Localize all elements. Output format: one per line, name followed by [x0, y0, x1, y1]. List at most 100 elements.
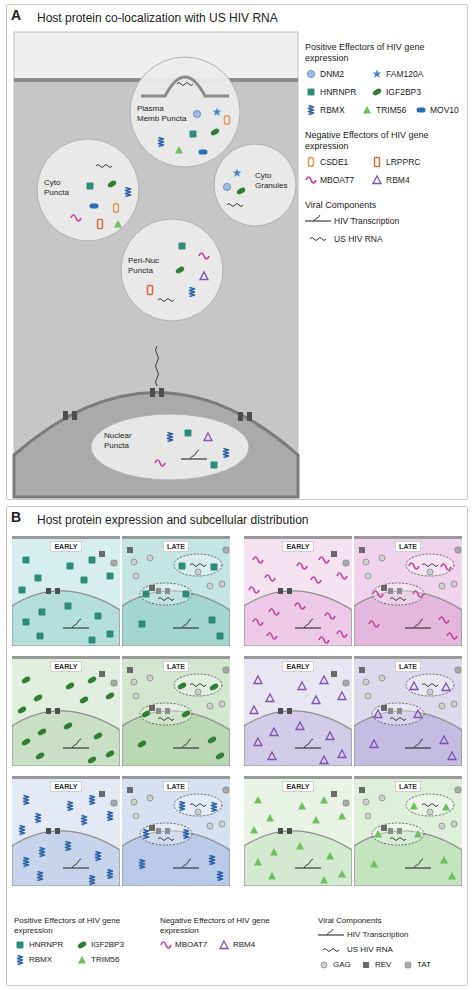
cyto-puncta-outline — [406, 794, 454, 816]
orr-glyph — [417, 108, 426, 113]
tri-glyph — [326, 852, 334, 860]
otri-glyph — [270, 728, 278, 736]
dna-glyph — [405, 867, 431, 868]
wave-glyph — [447, 633, 457, 639]
zig-glyph — [40, 848, 45, 857]
pore-part — [238, 412, 243, 421]
bean-glyph — [87, 675, 98, 684]
nuclear-pore — [238, 412, 252, 421]
wave-glyph — [311, 577, 321, 583]
gag-glyph — [363, 679, 369, 685]
zig-glyph — [68, 802, 73, 811]
nuclear-pore — [46, 828, 51, 834]
legend-label: IGF2BP3 — [91, 939, 124, 951]
cell-drawing — [244, 656, 352, 766]
legend-label: US HIV RNA — [347, 944, 393, 956]
gag-glyph — [451, 581, 457, 587]
legend-item: RBMX — [305, 104, 345, 116]
legend-label: TRIM56 — [376, 104, 406, 116]
cell-drawing — [122, 656, 230, 766]
legend-symbol — [361, 104, 373, 116]
rna-glyph — [227, 204, 243, 207]
legend-symbol — [160, 939, 172, 951]
gag-glyph — [427, 569, 433, 575]
bean-glyph — [35, 751, 46, 760]
otri-glyph — [200, 272, 208, 280]
bean-glyph — [21, 737, 32, 746]
plasma-membrane — [122, 536, 230, 539]
cell-drawing — [12, 776, 120, 886]
legend-label: US HIV RNA — [334, 233, 383, 245]
nuclear-pore — [287, 708, 292, 714]
bean-glyph — [17, 705, 28, 714]
tri-glyph — [448, 872, 456, 880]
orr2-glyph — [148, 286, 153, 295]
plasma-membrane — [354, 656, 462, 659]
zig-glyph — [38, 872, 43, 881]
zig-glyph — [309, 106, 314, 115]
wave-glyph — [155, 460, 165, 466]
cyto-puncta-outline — [406, 674, 454, 696]
plasma-membrane — [244, 776, 352, 779]
legend-symbol — [218, 939, 230, 951]
legend-symbol — [305, 233, 331, 245]
gag-glyph — [195, 809, 201, 815]
gag-glyph — [133, 693, 139, 699]
dna-glyph — [405, 747, 431, 748]
time-tab: LATE — [163, 661, 189, 672]
nucleus — [12, 591, 120, 646]
bean-glyph — [209, 682, 220, 691]
puncta-outline — [37, 139, 139, 241]
legend-heading-box: Positive Effectors of HIV gene expressio… — [14, 916, 144, 936]
bean-glyph — [177, 681, 188, 690]
zig-glyph — [140, 860, 145, 869]
granule-circle: Cyto Granules — [213, 143, 297, 227]
cytoplasm — [122, 776, 230, 886]
legend-item: HNRNPR — [305, 86, 356, 98]
legend-label: HNRNPR — [29, 939, 63, 951]
dna-glyph — [190, 450, 199, 459]
zig-glyph — [18, 956, 23, 965]
nuclear-pore — [55, 588, 60, 594]
puncta-label: Cyto Puncta — [44, 178, 80, 197]
dna-glyph — [414, 739, 423, 748]
cell-panel: LATE — [354, 776, 462, 886]
sq-glyph — [185, 430, 192, 437]
puncta-circle: Peri-Nuc Puncta — [120, 218, 224, 322]
legend-item: TRIM56 — [361, 104, 406, 116]
sq-glyph — [179, 243, 186, 250]
wave-glyph — [249, 587, 259, 593]
dna-glyph — [63, 627, 89, 628]
dna-glyph — [405, 627, 431, 628]
legend-symbol — [371, 174, 383, 186]
rev-glyph — [99, 791, 105, 797]
sq-glyph — [23, 619, 30, 626]
time-tab: LATE — [163, 781, 189, 792]
nuclear-pore — [278, 588, 283, 594]
bean-glyph — [21, 675, 32, 684]
zig-glyph — [36, 814, 41, 823]
rev-glyph — [331, 551, 337, 557]
zig-glyph — [82, 816, 87, 825]
tat-glyph — [223, 787, 229, 793]
nuclear-pore — [287, 828, 292, 834]
extracellular-space — [14, 32, 298, 497]
rev-glyph — [331, 671, 337, 677]
legend-symbol — [402, 959, 414, 971]
bean-glyph — [175, 265, 186, 274]
pore-part — [159, 388, 164, 397]
dna-glyph — [295, 867, 321, 868]
legend-label: RBM4 — [386, 174, 410, 186]
legend-item: FAM120A — [371, 68, 423, 80]
sq-glyph — [107, 631, 114, 638]
rna-glyph — [158, 598, 174, 601]
wave-glyph — [199, 253, 209, 259]
gag-glyph — [131, 679, 137, 685]
tri-glyph — [312, 816, 320, 824]
tri-glyph — [175, 146, 183, 154]
dna-glyph — [295, 627, 321, 628]
legend-item: CSDE1 — [305, 156, 348, 168]
cytoplasm — [122, 656, 230, 766]
nucleus — [244, 591, 352, 646]
dna-glyph — [304, 859, 313, 868]
